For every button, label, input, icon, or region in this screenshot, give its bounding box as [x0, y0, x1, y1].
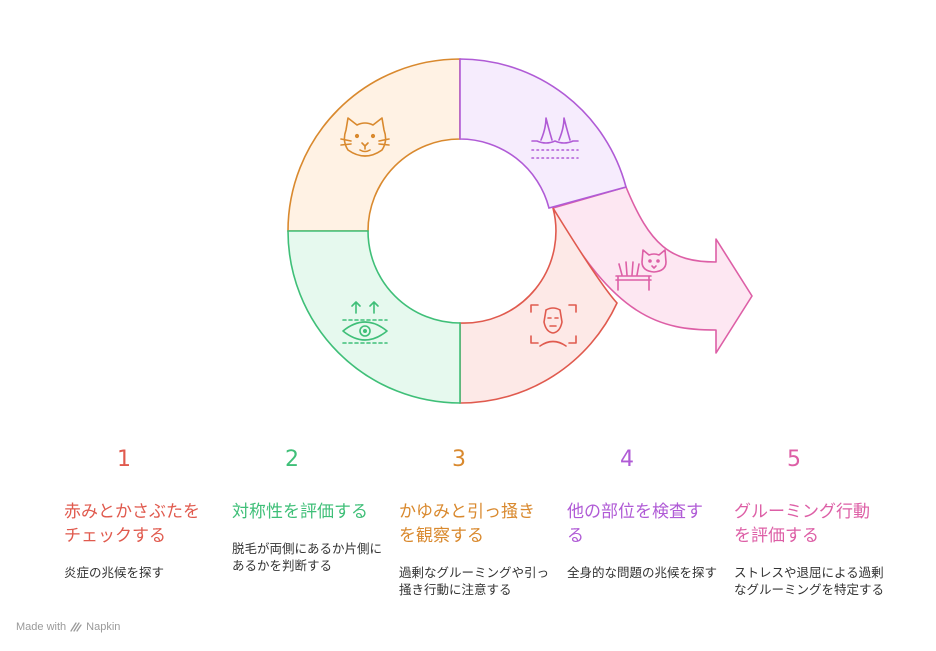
step-description: ストレスや退屈による過剰なグルーミングを特定する: [734, 565, 885, 597]
cycle-diagram: [287, 58, 753, 404]
segment-bottom-left: [287, 230, 461, 404]
step-title: 対称性を評価する: [232, 502, 368, 522]
step-description: 炎症の兆候を探す: [64, 565, 165, 580]
step-description: 過剰なグルーミングや引っ掻き行動に注意する: [399, 565, 550, 597]
arrow-segment: [552, 186, 753, 354]
segment-top-left: [287, 58, 461, 232]
made-with-footer[interactable]: Made with Napkin: [16, 621, 120, 633]
napkin-logo-icon: [70, 622, 82, 632]
footer-text: Made with: [16, 621, 67, 633]
step-3: 3 かゆみと引っ掻きを観察する 過剰なグルーミングや引っ掻き行動に注意する: [399, 444, 549, 598]
step-2: 2 対称性を評価する 脱毛が両側にあるか片側にあるかを判断する: [232, 444, 382, 574]
step-description: 全身的な問題の兆候を探す: [567, 565, 718, 580]
skin-hair-icon: [531, 117, 579, 159]
step-number: 5: [787, 447, 801, 472]
step-4: 4 他の部位を検査する 全身的な問題の兆候を探す: [567, 444, 717, 581]
step-description: 脱毛が両側にあるか片側にあるかを判断する: [232, 541, 383, 573]
step-number: 3: [452, 447, 466, 472]
step-number: 4: [620, 447, 634, 472]
step-title: 赤みとかさぶたをチェックする: [64, 502, 200, 546]
eye-scan-icon: [342, 301, 388, 344]
step-title: 他の部位を検査する: [567, 502, 703, 546]
footer-brand: Napkin: [86, 621, 121, 633]
cat-face-icon: [340, 117, 390, 157]
step-title: かゆみと引っ掻きを観察する: [399, 502, 535, 546]
step-number: 1: [117, 447, 131, 472]
face-scan-icon: [530, 304, 577, 347]
step-title: グルーミング行動を評価する: [734, 502, 870, 546]
step-number: 2: [285, 447, 299, 472]
cat-brush-icon: [615, 249, 667, 291]
step-1: 1 赤みとかさぶたをチェックする 炎症の兆候を探す: [64, 444, 214, 581]
step-5: 5 グルーミング行動を評価する ストレスや退屈による過剰なグルーミングを特定する: [734, 444, 884, 598]
